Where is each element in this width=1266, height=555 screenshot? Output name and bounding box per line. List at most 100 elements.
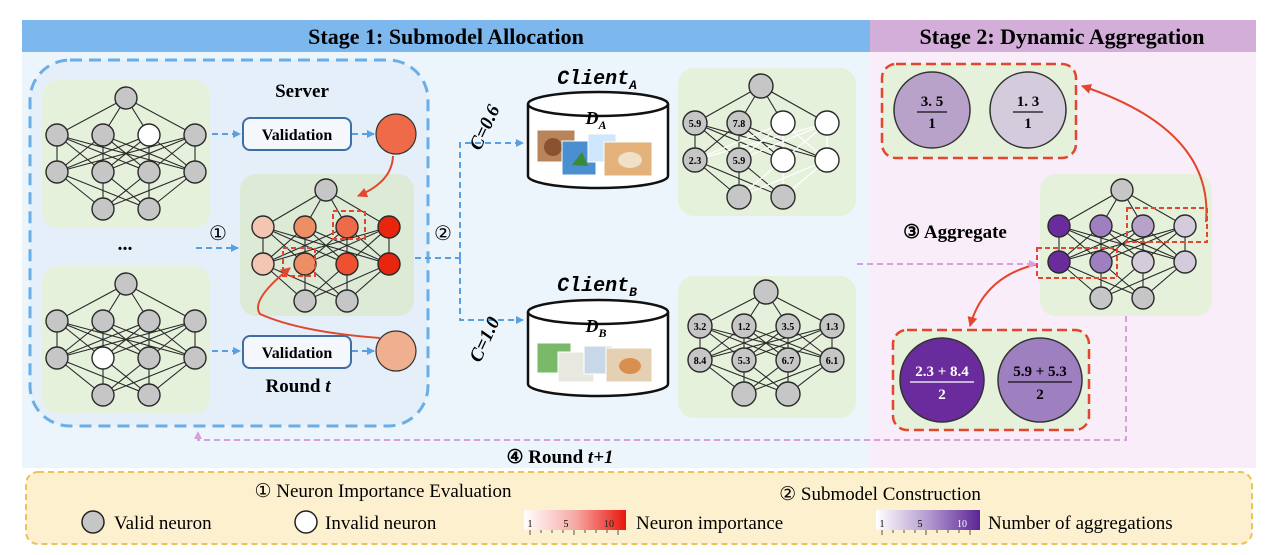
- connection: [262, 226, 390, 265]
- neuron: [293, 215, 317, 239]
- neuron: [1047, 250, 1071, 274]
- connection: [1100, 225, 1186, 263]
- neuron: [91, 383, 115, 407]
- neuron: [1131, 214, 1155, 238]
- validation-score-high: [375, 113, 417, 155]
- neuron-value: 1.2: [738, 322, 751, 333]
- legend-importance: Neuron importance: [636, 513, 783, 534]
- neuron: [687, 347, 713, 373]
- connection: [56, 320, 196, 359]
- neuron-value: 7.8: [733, 119, 746, 130]
- neuron: [726, 110, 752, 136]
- arrow-next-round: [194, 316, 1127, 441]
- neuron: [731, 381, 757, 407]
- step3-label: ③ Aggregate: [903, 222, 1007, 243]
- connection: [743, 325, 833, 361]
- neuron: [731, 313, 757, 339]
- neuron: [183, 160, 207, 184]
- neuron-value: 3.5: [782, 322, 795, 333]
- neuron-value: 5.9: [689, 119, 702, 130]
- client-net-bottom: [45, 272, 207, 407]
- neuron: [45, 346, 69, 370]
- neuron: [114, 86, 138, 110]
- neuron: [137, 197, 161, 221]
- client-b-sample-images: [536, 342, 653, 383]
- agg-circle-bottom-2: [997, 337, 1083, 423]
- neuron: [91, 160, 115, 184]
- legend-step2: ② Submodel Construction: [779, 484, 981, 505]
- client-a-net-panel: [678, 68, 856, 216]
- connection: [56, 320, 150, 359]
- neuron: [183, 309, 207, 333]
- connection: [694, 122, 828, 161]
- neuron-value: 6.1: [826, 356, 839, 367]
- validation-label-top: Validation: [262, 127, 333, 144]
- arrow-score-to-neuron-top: [357, 155, 394, 198]
- neuron: [314, 178, 338, 202]
- neuron: [377, 252, 401, 276]
- neuron: [726, 147, 752, 173]
- neuron: [183, 123, 207, 147]
- validation-box-top: [242, 117, 352, 151]
- connection: [743, 359, 833, 395]
- agg-top-1-denominator: 1: [928, 116, 936, 132]
- connection: [699, 325, 789, 361]
- neuron: [137, 346, 161, 370]
- arrow-to-bottom-result: [967, 263, 1039, 327]
- connection: [56, 97, 127, 136]
- step4-label: ④ Round t+1: [506, 447, 613, 468]
- step1-marker: ①: [209, 223, 227, 245]
- neuron: [682, 147, 708, 173]
- connection: [1058, 189, 1123, 227]
- connection: [56, 283, 127, 322]
- neuron: [1131, 250, 1155, 274]
- neuron: [819, 347, 845, 373]
- neuron: [731, 347, 757, 373]
- agg-circle-top-2: [989, 71, 1067, 149]
- server-label: Server: [275, 81, 329, 102]
- legend-valid-neuron-icon: [81, 510, 105, 534]
- neuron: [335, 289, 359, 313]
- neuron-value: 5.3: [738, 356, 751, 367]
- connection: [56, 134, 150, 173]
- neuron: [1110, 178, 1134, 202]
- neuron: [137, 160, 161, 184]
- neuron: [814, 147, 840, 173]
- aggregation-colorbar: [876, 510, 980, 530]
- neuron: [753, 279, 779, 305]
- neuron: [91, 197, 115, 221]
- client-net-top: [45, 86, 207, 221]
- connection: [1058, 225, 1186, 263]
- neuron: [770, 110, 796, 136]
- validation-box-bottom: [242, 335, 352, 369]
- highlight-box-bottom: [282, 247, 316, 277]
- neuron: [251, 215, 275, 239]
- connection: [125, 283, 196, 322]
- connection: [304, 263, 390, 302]
- client-b-label: ClientB: [557, 275, 637, 300]
- stage2-header: [870, 20, 1256, 52]
- connection: [699, 325, 833, 361]
- agg-circle-top-1: [893, 71, 971, 149]
- neuron: [1089, 250, 1113, 274]
- connection: [738, 159, 828, 198]
- neuron: [682, 110, 708, 136]
- neuron: [775, 313, 801, 339]
- aggregated-net: [1047, 178, 1197, 310]
- connection: [102, 171, 196, 210]
- neuron: [293, 289, 317, 313]
- connection: [325, 189, 390, 228]
- neuron: [45, 309, 69, 333]
- agg-bottom-1-denominator: 2: [938, 387, 946, 403]
- neuron: [114, 272, 138, 296]
- neuron: [335, 215, 359, 239]
- agg-highlight-left: [1036, 247, 1118, 279]
- neuron-value: 6.7: [782, 356, 795, 367]
- neuron: [814, 110, 840, 136]
- client-a-label: ClientA: [557, 68, 637, 93]
- connection: [304, 226, 390, 265]
- neuron: [251, 252, 275, 276]
- neuron: [770, 184, 796, 210]
- connection: [262, 189, 327, 228]
- neuron: [293, 252, 317, 276]
